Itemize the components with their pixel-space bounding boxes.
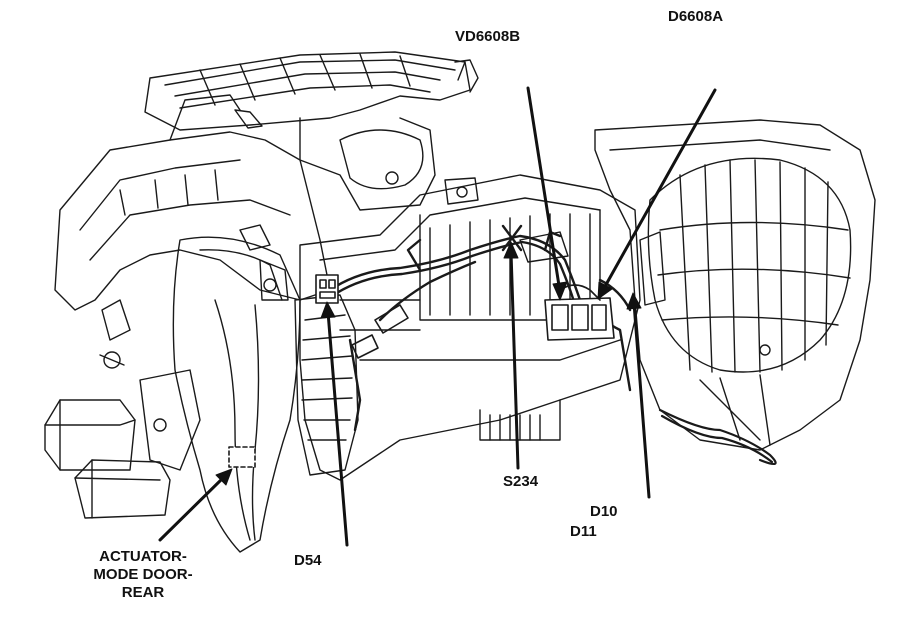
label-d6608a: D6608A <box>668 8 724 25</box>
label-actuator-line-1: ACTUATOR- <box>99 548 187 565</box>
leader-d10 <box>626 292 651 499</box>
splice-s234-mark <box>501 224 523 252</box>
label-d10: D10 <box>590 503 618 520</box>
upper-plenum <box>144 51 479 211</box>
label-actuator-line-3: REAR <box>121 584 165 601</box>
leader-d6608a <box>597 88 717 300</box>
leader-lines <box>158 86 717 547</box>
actuator-mode-door-rear-box <box>228 446 256 468</box>
leader-d54 <box>320 301 349 547</box>
label-d11: D11 <box>570 523 597 540</box>
connector-d54 <box>315 274 339 304</box>
leader-vd6608b <box>526 86 568 301</box>
blower-assembly <box>594 119 876 451</box>
left-outlet-ducts <box>44 369 201 519</box>
label-actuator-line-2: MODE DOOR- <box>93 566 193 583</box>
label-actuator-mode-door-rear: ACTUATOR- MODE DOOR- REAR <box>78 548 208 602</box>
leader-s234 <box>503 241 520 470</box>
label-s234: S234 <box>503 473 539 490</box>
leader-actuator <box>158 468 233 542</box>
label-vd6608b: VD6608B <box>455 28 521 45</box>
center-case <box>299 174 641 481</box>
left-housing <box>54 94 331 369</box>
label-d54: D54 <box>294 552 322 569</box>
harness-tape-sleeve <box>351 304 409 359</box>
side-grille <box>294 294 359 476</box>
connector-block <box>544 284 615 341</box>
rear-lower-duct <box>172 236 301 553</box>
blower-pigtail-wire <box>658 408 777 466</box>
